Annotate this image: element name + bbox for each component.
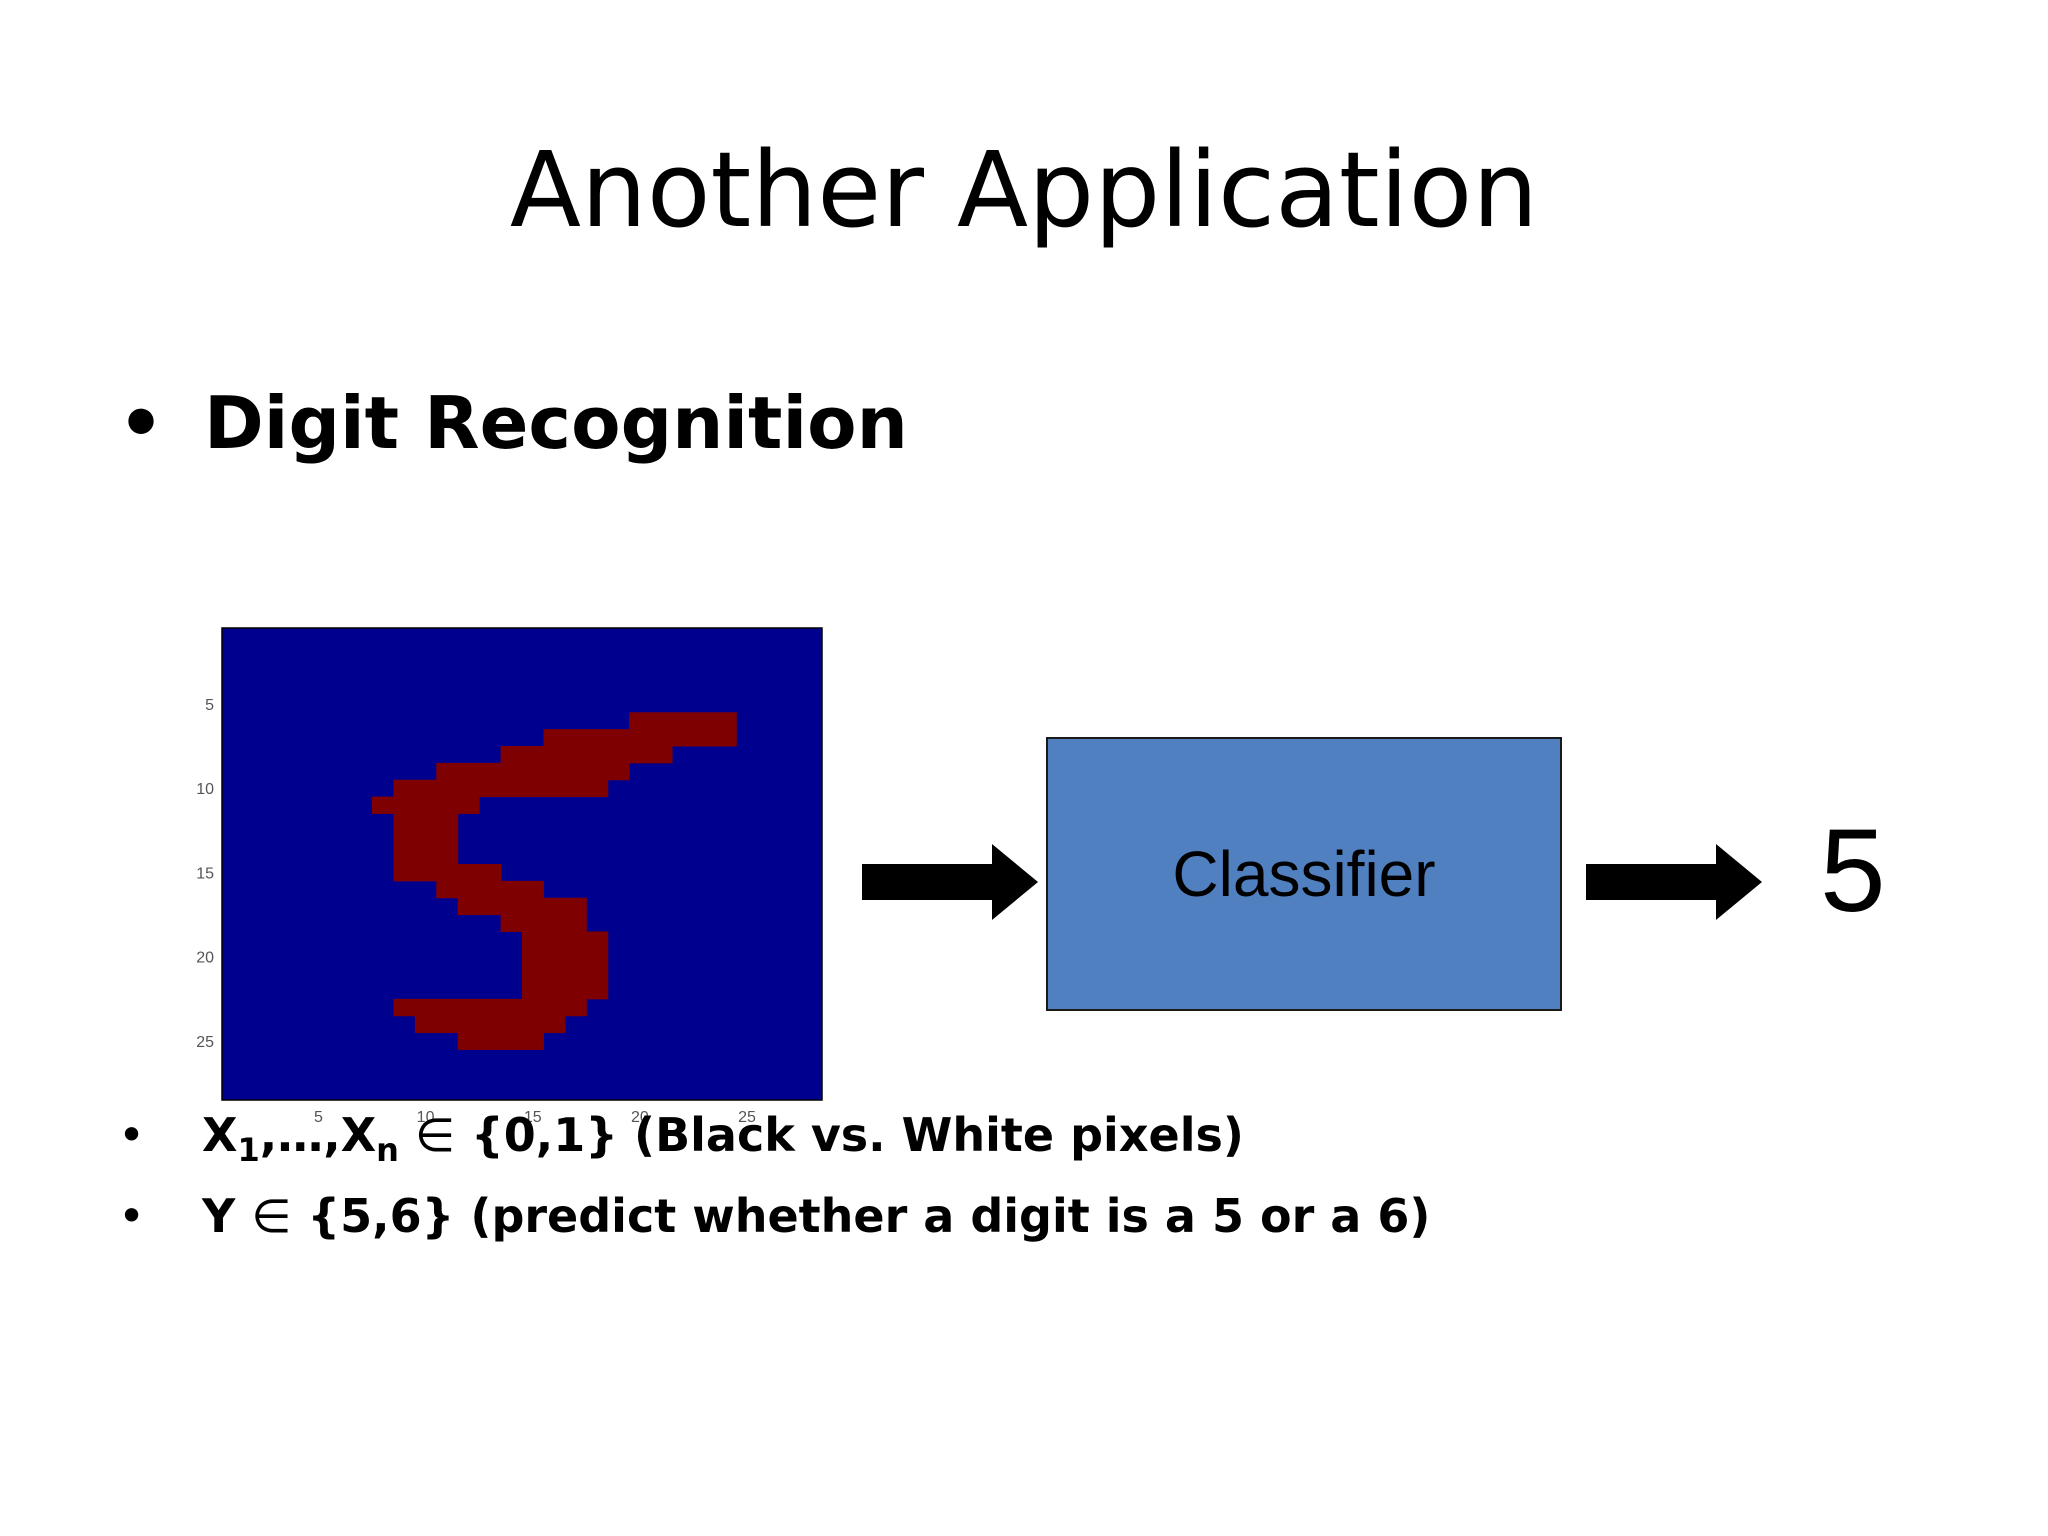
digit-pixel-row xyxy=(522,931,609,949)
digit-pixel-row xyxy=(393,847,459,865)
digit-image-plot: 5 5 10 10 15 15 20 20 25 25 xyxy=(196,627,823,1126)
bullet-features: • X1,…,Xn ∈ {0,1} (Black vs. White pixel… xyxy=(118,1108,1430,1170)
y-tick-label: 20 xyxy=(196,950,214,967)
bullet-marker: • xyxy=(118,381,165,465)
digit-pixel-row xyxy=(372,796,480,814)
y-tick-label: 10 xyxy=(196,781,214,798)
digit-pixel-row xyxy=(543,729,737,747)
y-tick-label: 5 xyxy=(205,697,214,714)
plot-frame xyxy=(221,627,823,1101)
digit-pixel-row xyxy=(522,965,609,983)
x-tick-label: 25 xyxy=(738,1109,756,1126)
output-arrow-icon xyxy=(1586,844,1762,920)
main-bullet: • Digit Recognition xyxy=(118,380,908,466)
digit-pixel-row xyxy=(393,779,609,798)
digit-pixel-row xyxy=(393,813,459,831)
classifier-box: Classifier xyxy=(1046,737,1562,1011)
digit-pixel-row xyxy=(457,897,587,916)
digit-pixel-row xyxy=(500,746,673,764)
digit-pixel-row xyxy=(522,948,609,966)
classifier-output: 5 xyxy=(1820,805,1886,937)
x-tick-label: 15 xyxy=(524,1109,542,1126)
bullet-labels: • Y ∈ {5,6} (predict whether a digit is … xyxy=(118,1189,1430,1244)
digit-pixel-row xyxy=(436,880,544,899)
input-arrow-icon xyxy=(862,844,1038,920)
classifier-label: Classifier xyxy=(1172,838,1436,910)
x-tick-label: 20 xyxy=(631,1109,649,1126)
x-tick-label: 10 xyxy=(417,1109,435,1126)
feature-definition: X1,…,Xn ∈ {0,1} (Black vs. White pixels) xyxy=(202,1108,1244,1170)
digit-pixel-row xyxy=(393,998,587,1017)
digit-pixel-row xyxy=(436,762,630,781)
slide-title: Another Application xyxy=(509,129,1539,251)
bullet-marker: • xyxy=(118,1108,146,1162)
bullet-marker: • xyxy=(118,1189,146,1244)
sub-bullet-list: • X1,…,Xn ∈ {0,1} (Black vs. White pixel… xyxy=(118,1108,1430,1270)
digit-pixel-row xyxy=(414,1015,566,1034)
digit-image-grid: 5 5 10 10 15 15 20 20 25 25 xyxy=(196,627,823,1126)
digit-pixel-row xyxy=(522,982,609,1000)
x-tick-label: 5 xyxy=(314,1109,323,1126)
label-definition: Y ∈ {5,6} (predict whether a digit is a … xyxy=(202,1189,1431,1244)
digit-pixel-row xyxy=(629,712,737,730)
y-tick-label: 15 xyxy=(196,865,214,882)
main-bullet-text: Digit Recognition xyxy=(204,381,908,465)
digit-pixel-row xyxy=(457,1032,544,1050)
digit-pixel-row xyxy=(393,830,459,848)
digit-pixel-row xyxy=(393,864,502,882)
digit-pixel-row xyxy=(500,914,587,932)
y-tick-label: 25 xyxy=(196,1034,214,1051)
